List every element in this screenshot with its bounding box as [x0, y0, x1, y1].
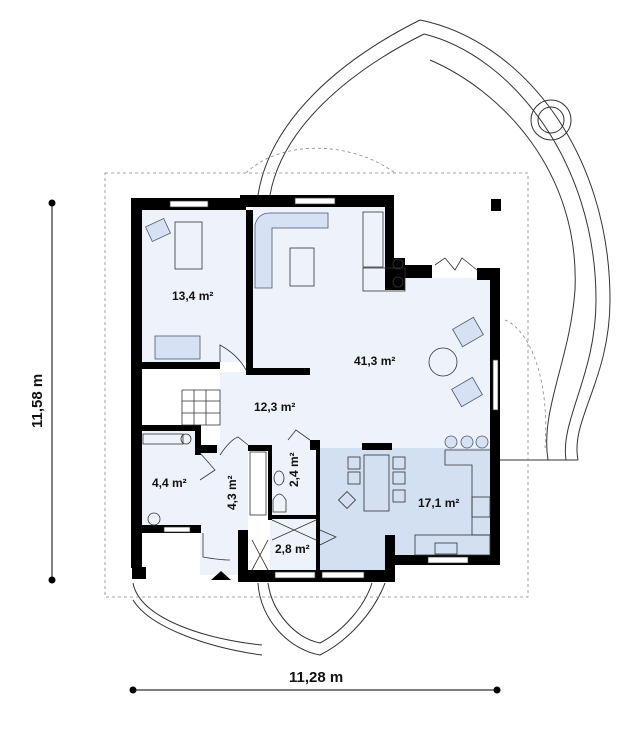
- height-label: 11,58 m: [29, 374, 46, 428]
- room-area-bathroom: 4,4 m²: [152, 476, 187, 490]
- room-area-living: 41,3 m²: [354, 354, 395, 368]
- room-area-office: 13,4 m²: [172, 289, 213, 303]
- entrance-arrow-icon: [211, 571, 231, 580]
- room-area-hall: 12,3 m²: [254, 400, 295, 414]
- room-area-corridor: 4,3 m²: [225, 475, 239, 510]
- width-dimension: 11,28 m: [129, 669, 501, 694]
- room-area-wc: 2,4 m²: [287, 452, 301, 487]
- room-area-vestibule: 2,8 m²: [275, 542, 310, 556]
- room-area-kitchen: 17,1 m²: [418, 496, 459, 510]
- width-label: 11,28 m: [289, 669, 343, 686]
- furniture: [134, 199, 501, 580]
- door-swings: [199, 257, 478, 561]
- height-dimension: 11,58 m: [29, 199, 56, 584]
- windows: [163, 197, 499, 579]
- terrace-arcs: [132, 19, 611, 656]
- plot-outline: [104, 172, 529, 598]
- room-fills: [142, 207, 490, 575]
